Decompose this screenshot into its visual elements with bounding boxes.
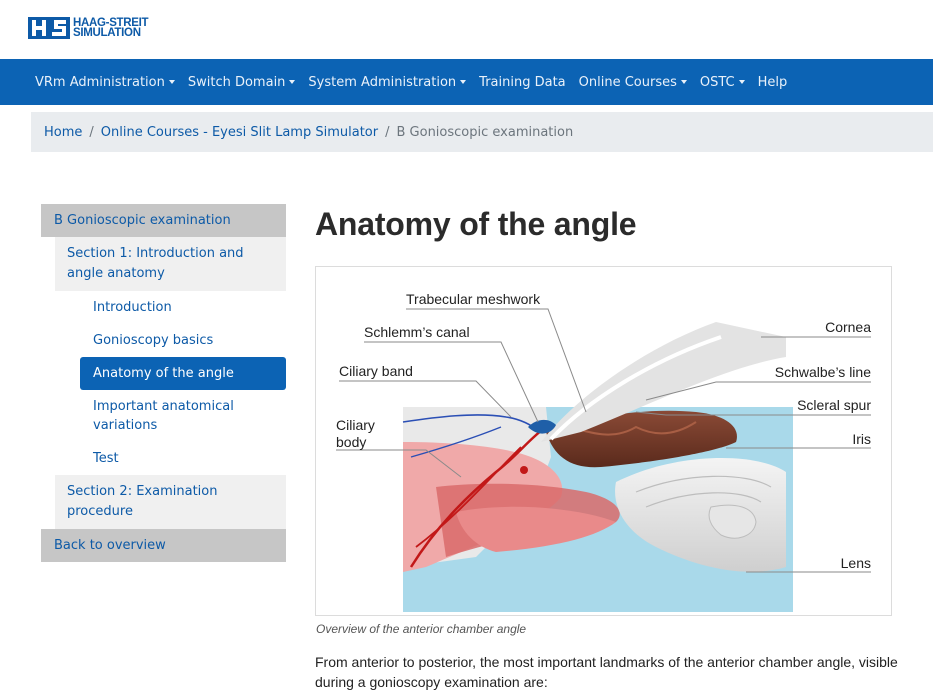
- vessel-red-1: [409, 425, 547, 568]
- sidebar-item-anatomical-variations[interactable]: Important anatomical variations: [93, 399, 234, 433]
- vessel-node: [520, 466, 528, 474]
- label-schwalbe: Schwalbe’s line: [775, 364, 871, 380]
- vessel-red-2: [415, 446, 522, 548]
- leader-schwalbe: [645, 381, 871, 401]
- nav-training-data[interactable]: Training Data: [479, 75, 565, 90]
- brand-logo[interactable]: HAAG-STREIT SIMULATION: [28, 16, 149, 40]
- nav-label: Online Courses: [578, 74, 677, 90]
- sidebar-section-1[interactable]: Section 1: Introduction and angle anatom…: [55, 237, 286, 291]
- back-to-overview-button[interactable]: Back to overview: [41, 529, 286, 562]
- sidebar-item-introduction[interactable]: Introduction: [93, 300, 172, 315]
- label-trabecular: Trabecular meshwork: [406, 291, 541, 307]
- nav-vrm-administration[interactable]: VRm Administration: [35, 75, 175, 90]
- trabecular-shape: [528, 419, 556, 434]
- nav-label: Training Data: [479, 74, 566, 90]
- nav-system-administration[interactable]: System Administration: [308, 74, 467, 90]
- main-navbar: VRm Administration Switch Domain System …: [0, 59, 933, 105]
- lens-layer-2: [645, 492, 762, 508]
- caret-down-icon: [460, 80, 467, 84]
- nav-label: System Administration: [308, 74, 457, 90]
- nav-label: Help: [757, 74, 788, 90]
- breadcrumb-separator: /: [89, 124, 94, 140]
- leader-schlemm: [364, 341, 539, 423]
- leader-ciliary-body: [336, 449, 462, 478]
- breadcrumb-current: B Gonioscopic examination: [396, 124, 574, 140]
- ciliary-process: [456, 506, 616, 552]
- intro-paragraph: From anterior to posterior, the most imp…: [315, 654, 898, 690]
- nav-switch-domain[interactable]: Switch Domain: [188, 75, 296, 90]
- course-sidebar: B Gonioscopic examination Section 1: Int…: [41, 204, 286, 562]
- breadcrumb: Home / Online Courses - Eyesi Slit Lamp …: [31, 112, 933, 152]
- sidebar-item-anatomy-of-the-angle[interactable]: Anatomy of the angle: [80, 357, 286, 390]
- caret-down-icon: [738, 80, 745, 84]
- brand-line1: HAAG-STREIT: [73, 17, 149, 29]
- nav-label: VRm Administration: [35, 74, 165, 90]
- lens-layer-1: [635, 475, 772, 493]
- nav-ostc[interactable]: OSTC: [700, 75, 745, 90]
- hs-logo-icon: [28, 17, 70, 39]
- sidebar-module[interactable]: B Gonioscopic examination: [41, 204, 286, 237]
- breadcrumb-separator: /: [385, 124, 390, 140]
- sidebar-section-2[interactable]: Section 2: Examination procedure: [55, 475, 286, 529]
- label-scleral: Scleral spur: [797, 397, 871, 413]
- iris-folds: [570, 421, 697, 436]
- breadcrumb-home[interactable]: Home: [44, 124, 83, 140]
- figure-caption: Overview of the anterior chamber angle: [316, 622, 527, 636]
- label-lens: Lens: [841, 555, 871, 571]
- nav-label: OSTC: [699, 74, 735, 90]
- leader-ciliary-band: [339, 380, 512, 418]
- cornea-highlight: [549, 335, 722, 441]
- label-ciliary-body-1: Ciliary: [336, 417, 375, 433]
- cornea-shape: [541, 322, 786, 442]
- leader-trabecular: [406, 308, 587, 413]
- label-schlemm: Schlemm’s canal: [364, 324, 470, 340]
- brand-line2: SIMULATION: [73, 27, 141, 39]
- sidebar-item-gonioscopy-basics[interactable]: Gonioscopy basics: [93, 333, 214, 348]
- leader-lines: [336, 308, 871, 573]
- page-title: Anatomy of the angle: [315, 206, 637, 242]
- caret-down-icon: [168, 80, 175, 84]
- caret-down-icon: [680, 80, 687, 84]
- leader-scleral: [635, 411, 871, 416]
- nav-online-courses[interactable]: Online Courses: [579, 75, 687, 90]
- nav-help[interactable]: Help: [758, 75, 788, 90]
- anatomy-figure: Trabecular meshwork Schlemm’s canal Cili…: [315, 266, 892, 616]
- nav-label: Switch Domain: [187, 74, 286, 90]
- vessel-blue-2: [410, 426, 502, 458]
- breadcrumb-course[interactable]: Online Courses - Eyesi Slit Lamp Simulat…: [100, 124, 379, 140]
- caret-down-icon: [289, 80, 296, 84]
- label-iris: Iris: [852, 431, 871, 447]
- label-cornea: Cornea: [825, 319, 871, 335]
- label-ciliary-band: Ciliary band: [339, 363, 413, 379]
- lens-nucleus: [708, 504, 757, 539]
- anatomy-illustration: Trabecular meshwork Schlemm’s canal Cili…: [336, 291, 871, 612]
- sidebar-item-test[interactable]: Test: [93, 451, 119, 466]
- lens-shape: [615, 458, 786, 572]
- brand-name: HAAG-STREIT SIMULATION: [73, 17, 149, 39]
- label-ciliary-body-2: body: [336, 434, 366, 450]
